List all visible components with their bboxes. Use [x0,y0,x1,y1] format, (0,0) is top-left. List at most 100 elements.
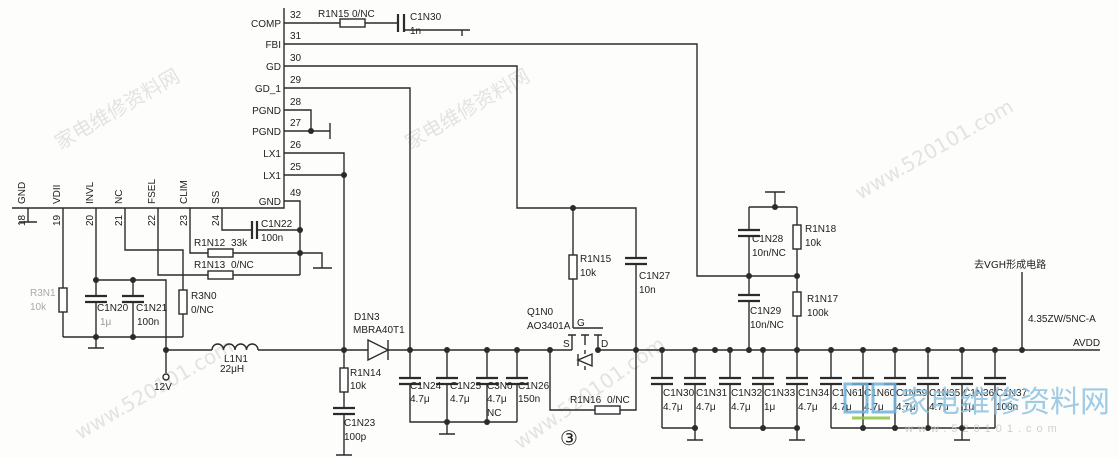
ic-pin-name: FBI [265,40,281,51]
ic-pin-number: 28 [290,97,302,108]
junction-dot [130,277,136,283]
label-ref: C1N31 [696,388,728,399]
capacitor-c1n23 [333,406,355,416]
label-value: 1n [410,26,421,37]
capacitor-c1n20 [85,294,107,304]
ic-pin-name: NC [114,190,125,204]
label-value: 10k [350,381,367,392]
label-ref: C1N34 [798,388,830,399]
ic-pin-number: 31 [290,31,302,42]
ic-pin-name: GD [266,62,281,73]
resistor-r1n13 [207,270,234,280]
junction-dots [93,128,1025,431]
junction-dot [130,334,136,340]
ic-outline [12,8,285,209]
capacitor-c3n0 [476,376,498,386]
resistor-r1n18 [792,224,802,250]
label-ref: R1N15 [318,9,350,20]
output-capacitor [984,376,1006,386]
label-ref: C1N21 [136,303,168,314]
junction-dot [925,347,931,353]
watermark-text: 家电维修资料网 [51,64,184,155]
junction-dot [659,347,665,353]
junction-dot [692,347,698,353]
label-ref: L1N1 [224,354,248,365]
supply-in-label: 12V [154,382,172,393]
label-value: 10k [30,302,47,313]
ic-pin-number: 26 [290,140,302,151]
logo-url: www.520101.com [904,423,1062,435]
label-note: NC [487,408,501,419]
ic-pin-name: FSEL [147,179,158,204]
label-ref: C1N27 [639,271,671,282]
label-ref: C1N20 [97,303,129,314]
junction-dot [407,347,413,353]
label-value: 4.7μ [896,402,916,413]
label-value: 4.7μ [450,394,470,405]
output-capacitor [951,376,973,386]
supply-terminal [162,373,170,381]
junction-dot [484,419,490,425]
junction-dot [341,347,347,353]
ic-pin-name: LX1 [263,149,281,160]
watermark-text: 家电维修资料网 [401,64,534,155]
output-capacitor-bank: C1N304.7μC1N314.7μC1N324.7μC1N331μC1N344… [651,350,1028,441]
ic-right-pins: COMP32FBI31GD30GD_129PGND28PGND27LX126LX… [251,10,302,208]
junction-dot [341,172,347,178]
label-ref: C1N29 [750,306,782,317]
label-ref: Q1N0 [527,307,554,318]
label-value: 10n [639,285,656,296]
resistor-r3n1 [58,287,68,313]
ic-pin-number: 23 [179,214,190,226]
label-ref: C1N36 [963,388,995,399]
output-capacitor [719,376,741,386]
mosfet-gate-label: G [577,318,585,329]
junction-dot [794,425,800,431]
junction-dot [860,347,866,353]
label-value: 4.7μ [731,402,751,413]
label-value: MBRA40T1 [353,325,405,336]
label-ref: R1N12 [194,238,226,249]
resistor-r1n15 [568,254,578,280]
mosfet-drain-label: D [601,339,608,350]
ic-pin-name: PGND [252,106,281,117]
label-ref: C1N37 [996,388,1028,399]
capacitor-c1n30-comp [396,14,406,32]
label-value: 4.7μ [696,402,716,413]
label-value: 10k [580,268,597,279]
junction-dot [297,227,303,233]
junction-dot [992,347,998,353]
label-ref: R1N18 [805,224,837,235]
resistor-r1n15-comp [339,18,366,28]
junction-dot [633,347,639,353]
label-value: 22μH [220,364,244,375]
junction-dot [1019,347,1025,353]
label-ref: C1N35 [929,388,961,399]
capacitor-c1n25 [436,376,458,386]
junction-dot [892,425,898,431]
vgh-note: 去VGH形成电路 [974,258,1046,271]
label-value: 1μ [764,402,776,413]
ic-pin-number: 49 [290,188,302,199]
label-value: AO3401A [527,321,571,332]
resistor-r3n0 [178,289,188,315]
junction-dot [892,347,898,353]
label-value: 0/NC [352,9,375,20]
label-ref: C1N30 [410,12,442,23]
label-ref: C1N61 [832,388,864,399]
label-ref: R1N15 [580,254,612,265]
ic-pin-number: 30 [290,53,302,64]
junction-dot [514,347,520,353]
label-value: 100n [261,233,283,244]
component-labels: R1N15 0/NC C1N30 1n C1N22 100n R1N12 33k… [30,9,1100,450]
ic-pin-name: SS [211,190,222,204]
label-value: 4.7μ [663,402,683,413]
output-capacitor [752,376,774,386]
junction-dot [727,347,733,353]
junction-dot [444,419,450,425]
resistor-r1n14 [339,367,349,393]
junction-dot [760,347,766,353]
watermark-text: www.520101.com [851,94,1018,204]
